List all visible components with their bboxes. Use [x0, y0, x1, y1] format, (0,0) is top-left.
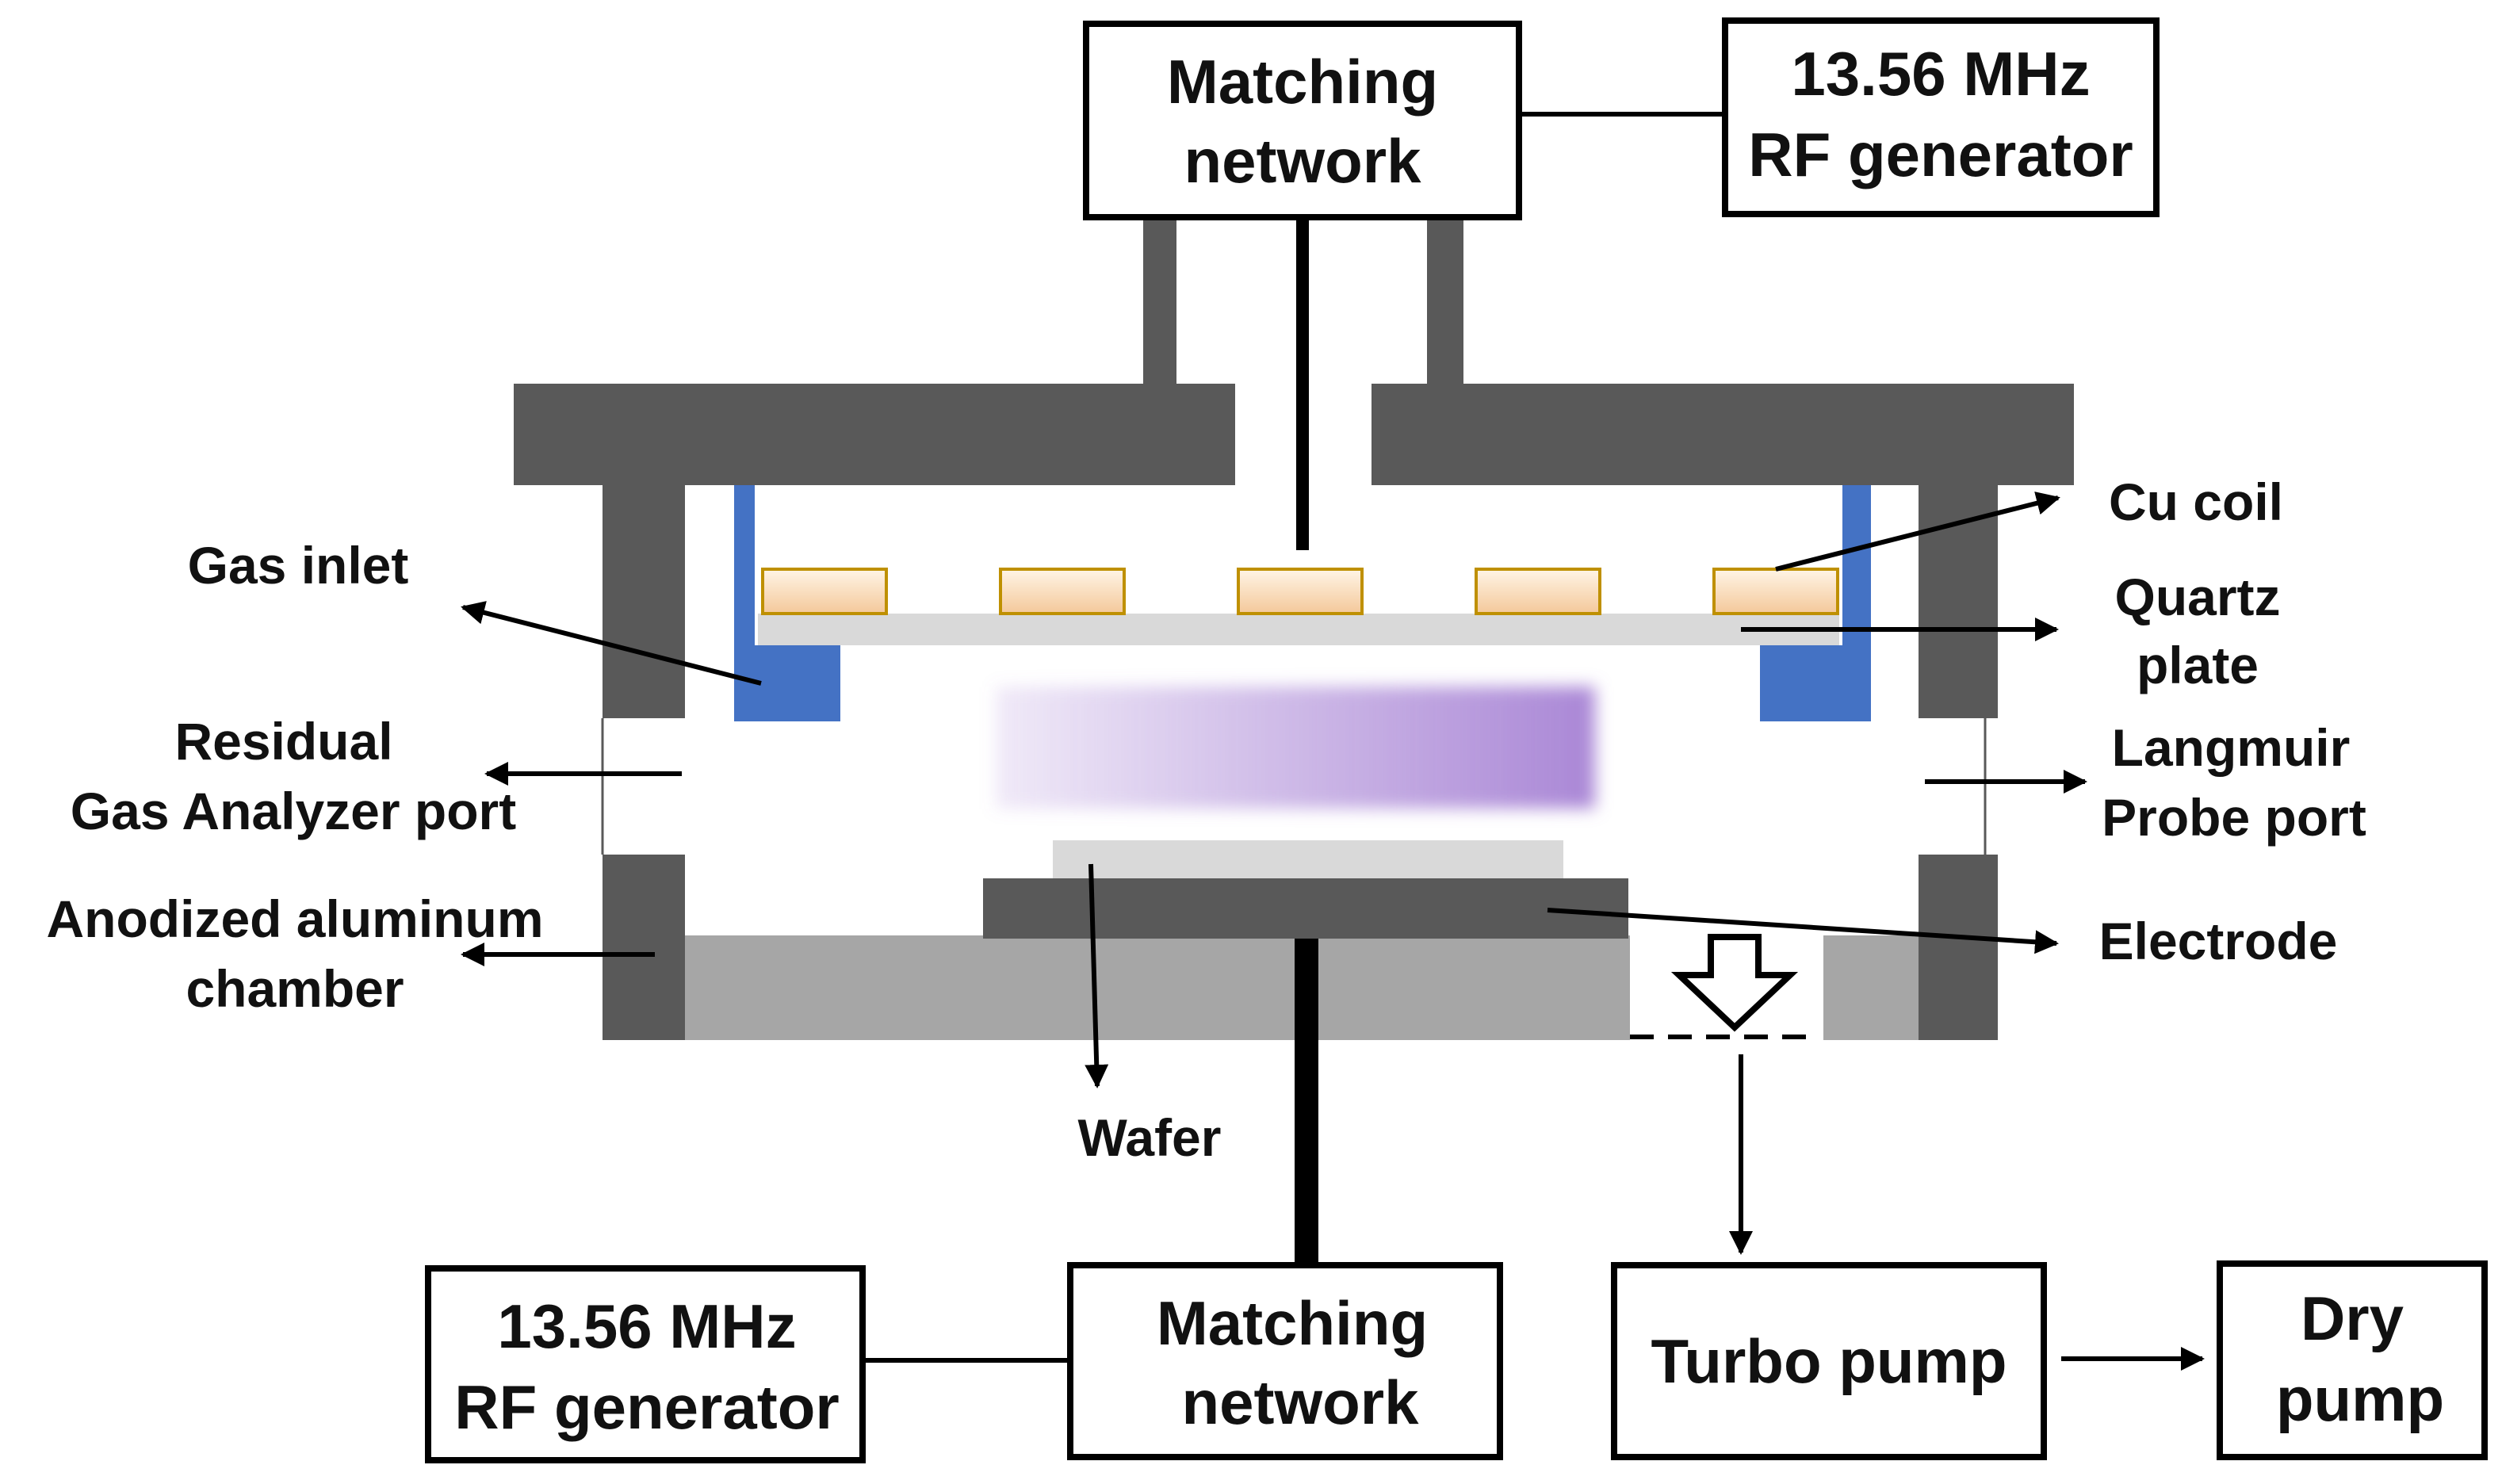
electrode-pointer — [1547, 908, 2059, 954]
gas-inlet-left — [734, 485, 840, 721]
dry-pump-line2: pump — [2276, 1364, 2444, 1434]
bottom-matching-network-line2: network — [1181, 1367, 1419, 1437]
langmuir-probe-label-line2: Probe port — [2102, 788, 2366, 847]
chamber-label-line2: chamber — [186, 959, 404, 1018]
chamber-wall-left-lower — [603, 855, 685, 1040]
rga-port-label-line1: Residual — [174, 712, 392, 771]
chamber-lid-left — [514, 384, 1235, 485]
top-matching-network-box — [1083, 21, 1522, 220]
rf-feed-post-right — [1427, 220, 1463, 388]
wafer-label: Wafer — [1078, 1108, 1222, 1167]
chamber-lid-right — [1372, 384, 2074, 485]
bottom-matching-network-line1: Matching — [1157, 1288, 1428, 1358]
quartz-plate-label-line2: plate — [2137, 636, 2259, 694]
gas-inlet-label: Gas inlet — [188, 536, 409, 595]
bottom-matching-network-box — [1067, 1262, 1503, 1460]
wafer-pointer — [1085, 863, 1109, 1088]
quartz-plate-label-line1: Quartz — [2114, 568, 2280, 626]
wafer — [1053, 840, 1563, 878]
exhaust-arrow-icon — [1670, 934, 1799, 1032]
bottom-rf-generator-line1: 13.56 MHz — [497, 1291, 796, 1361]
bottom-rf-generator-box — [425, 1265, 866, 1463]
cu-coil-label: Cu coil — [2109, 472, 2283, 531]
top-matching-network-line1: Matching — [1167, 47, 1438, 117]
cu-coil-segment — [1712, 568, 1839, 615]
chamber-wall-right-upper — [1919, 476, 1998, 718]
langmuir-probe-label-line1: Langmuir — [2112, 718, 2351, 777]
chamber-label-line1: Anodized aluminum — [47, 889, 544, 948]
top-rf-generator-box — [1722, 17, 2160, 217]
chamber-wall-right-lower — [1919, 855, 1998, 1040]
rga-port-label-line2: Gas Analyzer port — [71, 782, 516, 840]
top-rf-generator-line1: 13.56 MHz — [1791, 39, 2090, 109]
electrode-label: Electrode — [2099, 912, 2338, 970]
bottom-rf-generator-line2: RF generator — [454, 1372, 839, 1442]
dry-pump-line1: Dry — [2301, 1283, 2404, 1353]
cu-coil-pointer — [1775, 491, 2060, 572]
chamber-floor-left — [685, 935, 1630, 1040]
dry-pump-box — [2217, 1260, 2488, 1460]
cu-coil-segment — [999, 568, 1126, 615]
turbo-pump-box — [1611, 1262, 2047, 1460]
quartz-plate — [758, 614, 1839, 645]
cu-coil-segment — [1475, 568, 1601, 615]
rf-feed-post-left — [1143, 220, 1176, 388]
gas-inlet-pointer — [461, 601, 762, 686]
electrode — [983, 878, 1628, 939]
chamber-wall-left-upper — [603, 476, 685, 718]
cu-coil-segment — [1237, 568, 1364, 615]
top-rf-generator-line2: RF generator — [1748, 120, 2133, 189]
plasma-glow — [996, 687, 1595, 809]
top-matching-network-line2: network — [1184, 126, 1421, 196]
chamber-floor-right — [1823, 935, 1919, 1040]
gas-inlet-right — [1760, 485, 1871, 721]
turbo-pump-label: Turbo pump — [1651, 1326, 2007, 1396]
cu-coil-segment — [761, 568, 888, 615]
